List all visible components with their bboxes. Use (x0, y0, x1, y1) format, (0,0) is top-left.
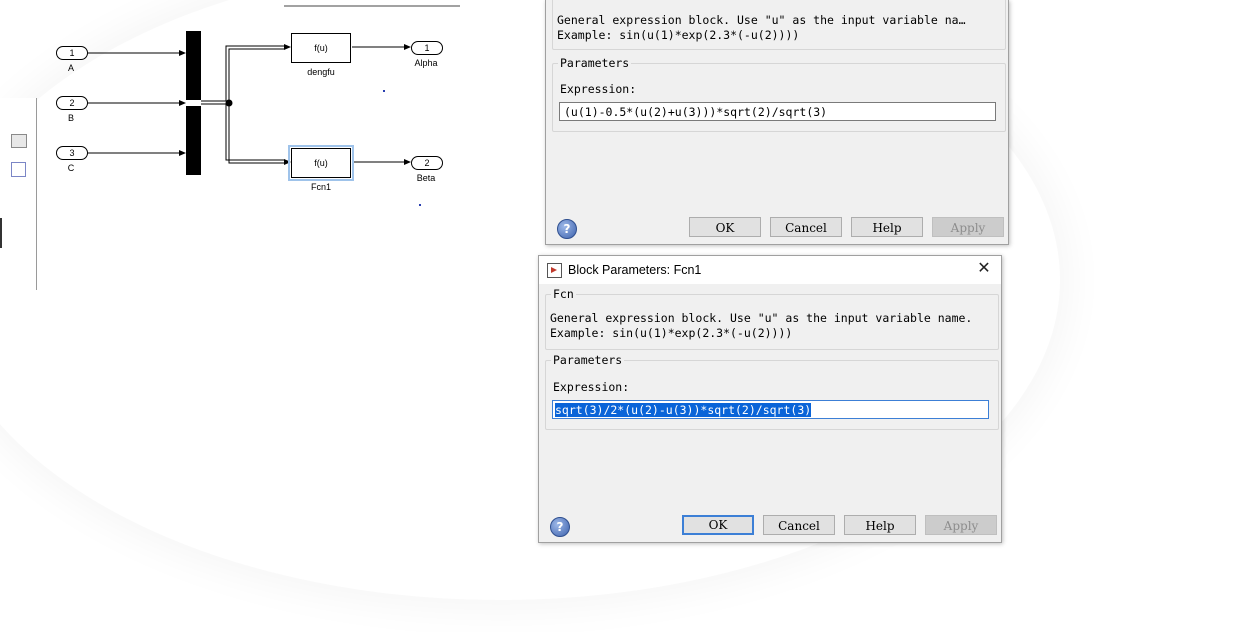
marker-dot (419, 204, 421, 206)
example-line: Example: sin(u(1)*exp(2.3*(-u(2)))) (557, 28, 800, 42)
block-text: f(u) (314, 158, 328, 168)
cancel-button[interactable]: Cancel (770, 217, 842, 237)
outport-1[interactable]: 1 (411, 41, 443, 55)
cancel-button[interactable]: Cancel (763, 515, 835, 535)
close-icon[interactable]: ✕ (977, 260, 991, 277)
inport-label: C (67, 163, 75, 173)
inport-2[interactable]: 2 (56, 96, 88, 110)
dialog-title: Block Parameters: Fcn1 (568, 263, 702, 277)
inport-1[interactable]: 1 (56, 46, 88, 60)
ok-button[interactable]: OK (689, 217, 761, 237)
parameters-legend: Parameters (558, 56, 632, 70)
block-parameters-dialog-back[interactable]: General expression block. Use "u" as the… (545, 0, 1009, 245)
inport-3[interactable]: 3 (56, 146, 88, 160)
image-icon[interactable] (11, 134, 27, 148)
help-icon[interactable]: ? (557, 219, 577, 239)
help-button[interactable]: Help (851, 217, 923, 237)
apply-button: Apply (932, 217, 1004, 237)
description-line: General expression block. Use "u" as the… (550, 311, 973, 325)
expression-input[interactable]: (u(1)-0.5*(u(2)+u(3)))*sqrt(2)/sqrt(3) (559, 102, 996, 121)
titlebar[interactable]: Block Parameters: Fcn1 ✕ (539, 256, 1001, 284)
fcn-group (552, 0, 1006, 50)
parameters-group (552, 63, 1006, 132)
mux-notch (186, 99, 201, 107)
block-text: f(u) (314, 43, 328, 53)
ok-button[interactable]: OK (682, 515, 754, 535)
marker-dot (383, 90, 385, 92)
block-parameters-dialog[interactable]: Block Parameters: Fcn1 ✕ Fcn General exp… (538, 255, 1002, 543)
inport-number: 1 (69, 48, 75, 58)
outport-label: Beta (416, 173, 436, 183)
inport-number: 3 (69, 148, 75, 158)
help-icon[interactable]: ? (550, 517, 570, 537)
parameters-legend: Parameters (551, 353, 625, 367)
fcn-group (545, 294, 999, 350)
divider (0, 218, 2, 248)
selected-text: sqrt(3)/2*(u(2)-u(3))*sqrt(2)/sqrt(3) (555, 403, 812, 417)
left-toolbar-strip (0, 98, 37, 290)
outport-label: Alpha (414, 58, 438, 68)
outport-number: 2 (424, 158, 430, 168)
help-button[interactable]: Help (844, 515, 916, 535)
fcn-legend: Fcn (551, 287, 576, 301)
expression-input[interactable]: sqrt(3)/2*(u(2)-u(3))*sqrt(2)/sqrt(3) (552, 400, 989, 419)
block-label: dengfu (307, 67, 335, 77)
expression-label: Expression: (560, 82, 637, 96)
signal-lines (86, 5, 460, 165)
description-line: General expression block. Use "u" as the… (557, 13, 966, 27)
simulink-block-icon (547, 263, 562, 278)
outport-number: 1 (424, 43, 430, 53)
parameters-group (545, 360, 999, 430)
block-label: Fcn1 (310, 182, 331, 192)
fcn-block-dengfu[interactable]: f(u) (291, 33, 351, 63)
example-line: Example: sin(u(1)*exp(2.3*(-u(2)))) (550, 326, 793, 340)
inport-label: B (67, 113, 74, 123)
expression-label: Expression: (553, 380, 630, 394)
inport-label: A (67, 63, 74, 73)
checkbox-icon[interactable] (11, 162, 26, 177)
inport-number: 2 (69, 98, 75, 108)
outport-2[interactable]: 2 (411, 156, 443, 170)
apply-button: Apply (925, 515, 997, 535)
fcn-block-fcn1[interactable]: f(u) (288, 145, 354, 181)
